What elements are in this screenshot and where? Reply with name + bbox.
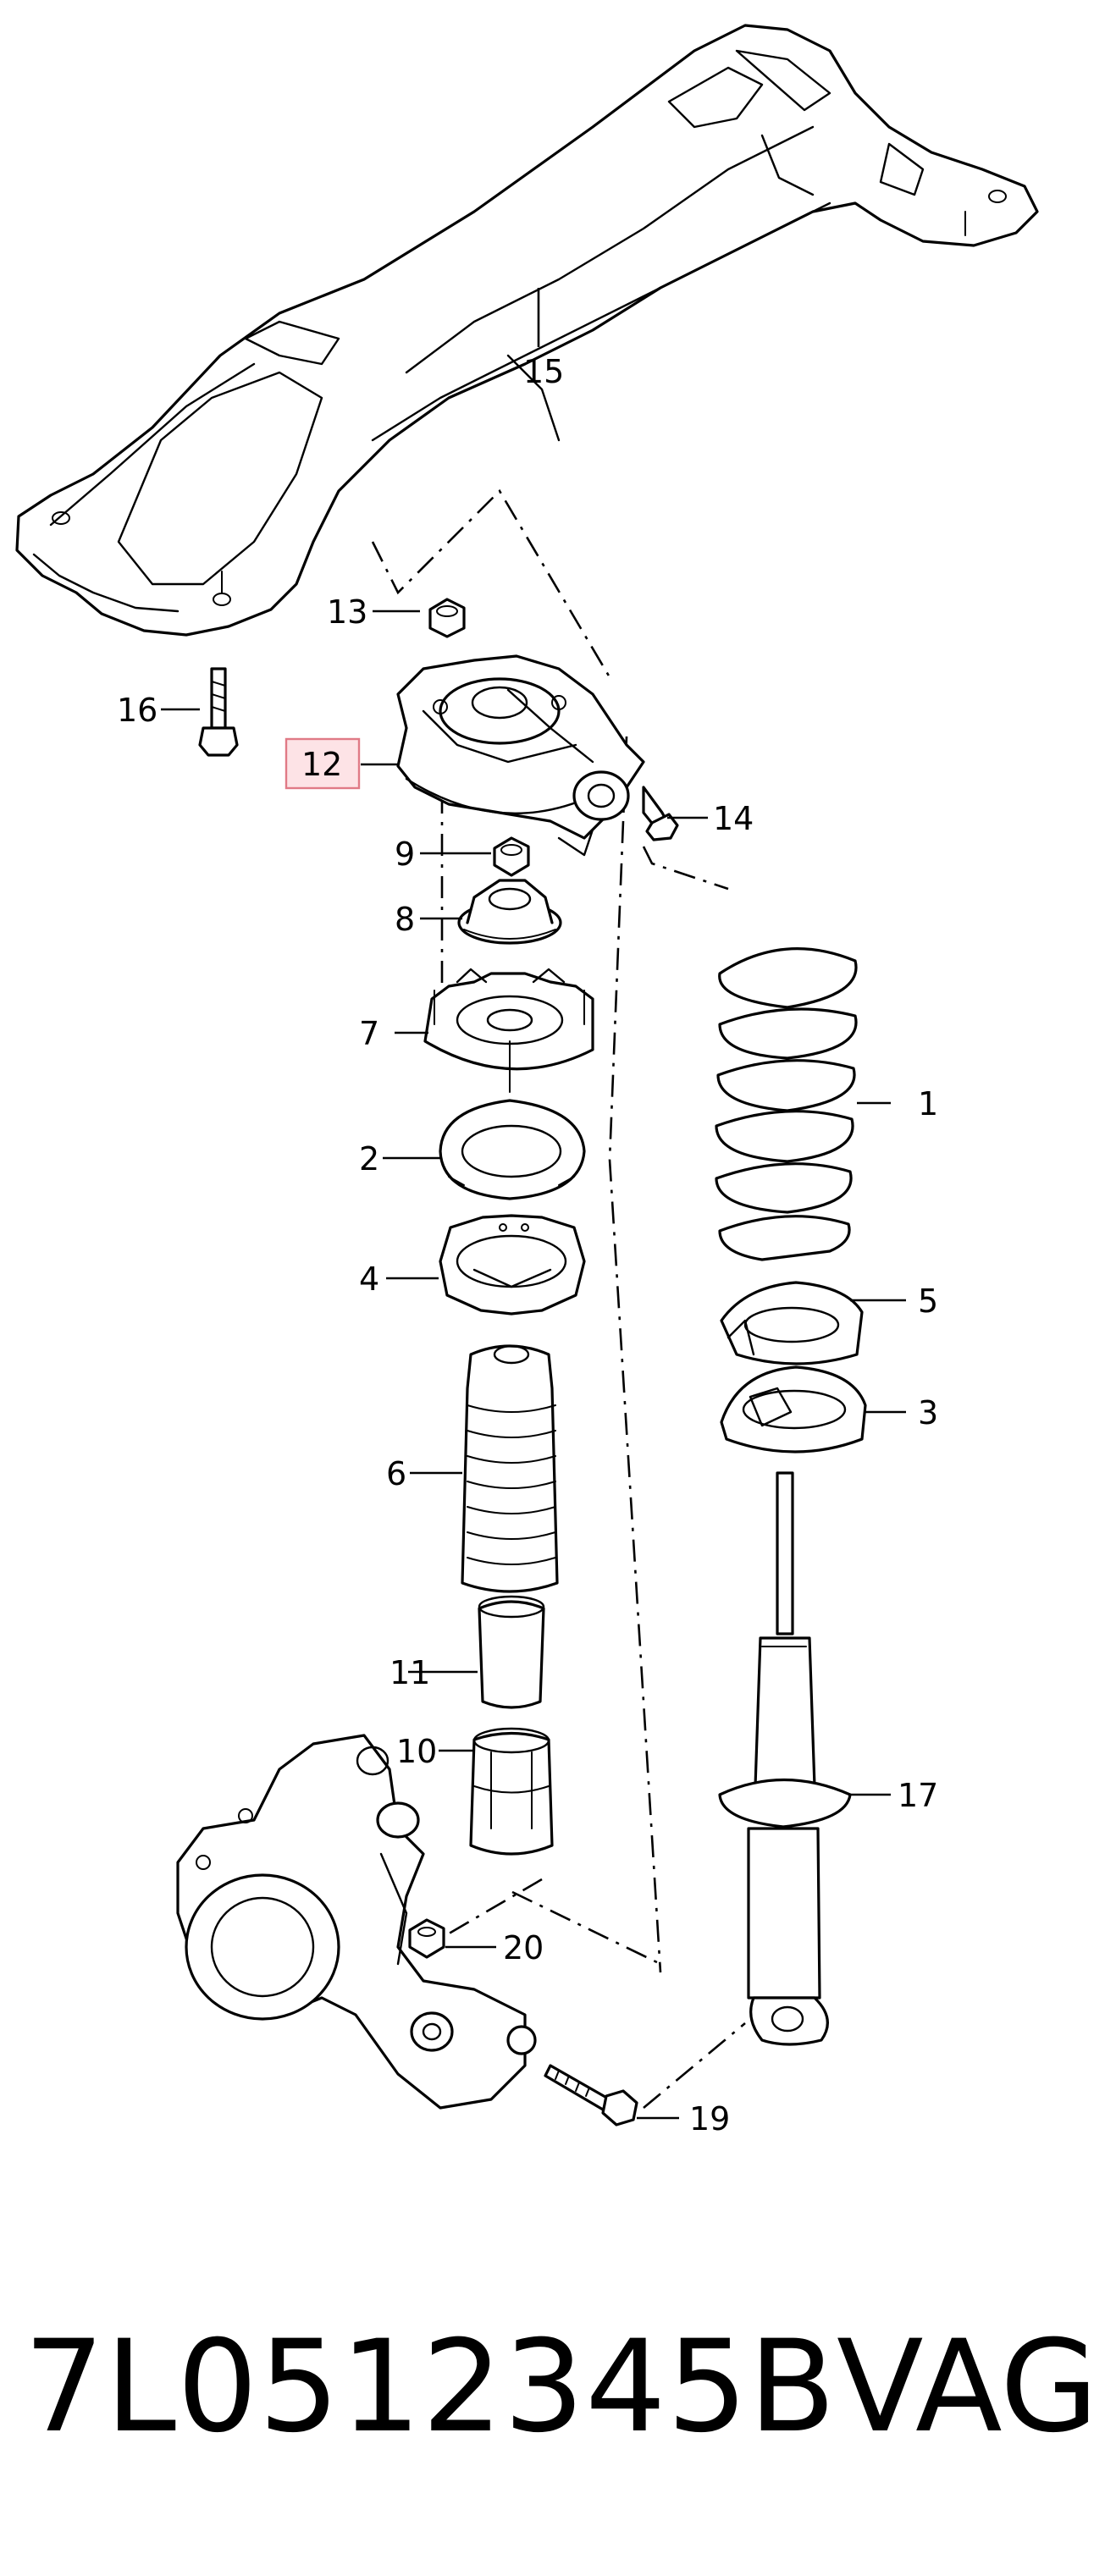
part-9-nut — [493, 836, 530, 877]
callout-2: 2 — [359, 1140, 379, 1178]
callout-1: 1 — [918, 1085, 938, 1123]
part-5-lower-spring-pad — [720, 1281, 864, 1365]
part-15-subframe — [15, 24, 1039, 637]
part-13-nut — [428, 598, 466, 638]
callout-16: 16 — [117, 692, 157, 729]
part-4-upper-spring-seat — [439, 1214, 586, 1316]
callout-15: 15 — [523, 353, 564, 390]
callout-8: 8 — [395, 901, 415, 938]
part-3-lower-spring-seat — [720, 1365, 867, 1453]
callout-12: 12 — [301, 746, 342, 783]
footer: 7L0512345B VAG — [0, 2303, 1116, 2472]
callout-17: 17 — [898, 1777, 938, 1814]
part-12-strut-mount-housing — [396, 654, 645, 857]
part-7-top-mount — [423, 968, 594, 1093]
part-11-bump-stop — [478, 1595, 545, 1709]
callout-5: 5 — [918, 1282, 938, 1320]
callout-14: 14 — [713, 800, 754, 837]
brand-label: VAG — [837, 2314, 1099, 2461]
part-10-stop-cup — [469, 1727, 554, 1856]
callout-19: 19 — [689, 2100, 730, 2137]
part-2-spring-pad — [439, 1099, 586, 1200]
callout-4: 4 — [359, 1260, 379, 1298]
part-17-shock-absorber — [718, 1471, 852, 2046]
part-14-bolt — [642, 786, 679, 841]
callout-labels: 15 13 16 12 14 9 8 7 2 1 4 5 3 6 11 10 1… — [117, 353, 938, 2137]
part-20-nut — [408, 1918, 445, 1959]
callout-13: 13 — [327, 593, 367, 631]
wheel-knuckle — [176, 1734, 537, 2110]
callout-10: 10 — [396, 1733, 437, 1770]
callout-7: 7 — [359, 1015, 379, 1052]
part-16-bolt — [198, 667, 239, 757]
part-6-dust-boot — [461, 1344, 559, 1593]
callout-9: 9 — [395, 836, 415, 873]
callout-3: 3 — [918, 1394, 938, 1431]
part-19-bolt — [544, 2064, 638, 2126]
part-8-bearing — [457, 879, 562, 945]
callout-12-highlight — [285, 737, 361, 790]
callout-6: 6 — [386, 1455, 406, 1492]
callout-11: 11 — [389, 1654, 430, 1691]
part-1-coil-spring — [715, 947, 858, 1261]
part-number: 7L0512345B — [24, 2314, 837, 2461]
leader-lines — [161, 288, 906, 2120]
callout-20: 20 — [503, 1929, 544, 1966]
